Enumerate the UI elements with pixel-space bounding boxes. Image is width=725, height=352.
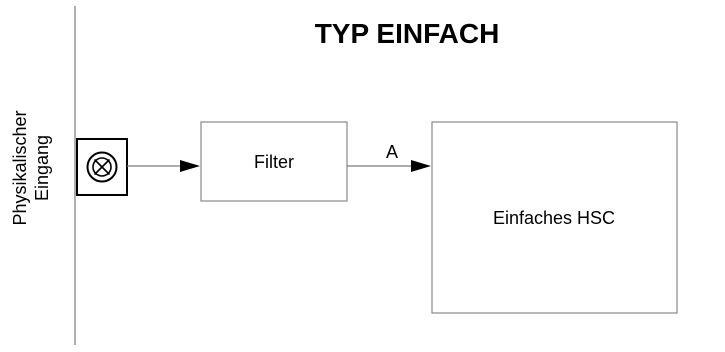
filter-block: [200, 121, 348, 202]
side-label: Physikalischer Eingang: [10, 110, 52, 225]
hsc-block-label: Einfaches HSC: [493, 208, 615, 228]
filter-block-label: Filter: [254, 152, 294, 172]
input-terminal-icon: [76, 138, 128, 196]
side-label-line2: Eingang: [32, 135, 52, 201]
signal-label: A: [386, 142, 398, 162]
hsc-block: [431, 121, 678, 314]
arrowhead-icon: [411, 160, 431, 172]
arrowhead-icon: [180, 160, 200, 172]
side-label-line1: Physikalischer: [10, 110, 30, 225]
diagram-title: TYP EINFACH: [315, 18, 500, 49]
